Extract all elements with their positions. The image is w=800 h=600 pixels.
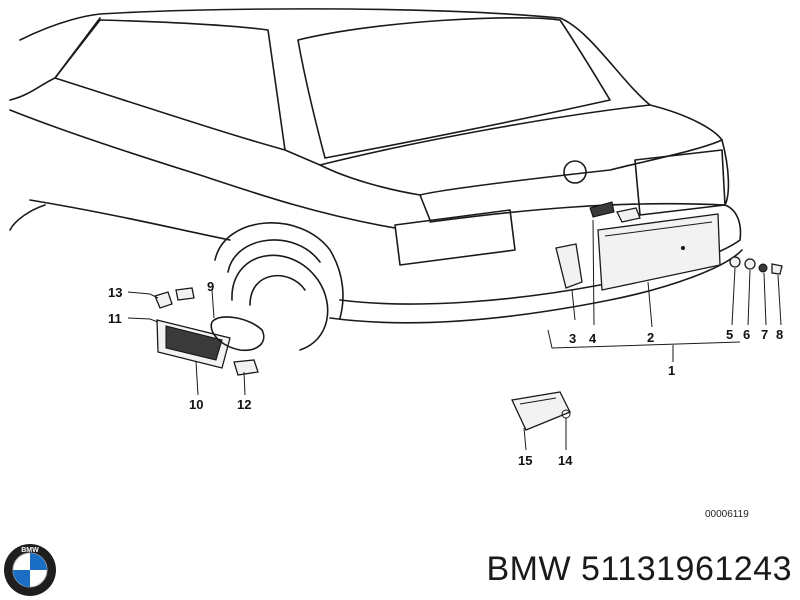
brand-footer: BMW BMW 51131961243 [0, 540, 800, 600]
callout-11: 11 [108, 311, 122, 326]
part-number-label: BMW 51131961243 [486, 550, 792, 588]
side-marker-assembly [154, 287, 265, 376]
fasteners-parts-5-8 [729, 256, 783, 275]
leader-lines [127, 219, 782, 451]
callout-2: 2 [647, 330, 654, 345]
bracket-parts-14-15 [511, 391, 571, 431]
bmw-logo-text: BMW [21, 547, 39, 554]
parts-diagram: 1 2 3 4 5 6 7 8 9 10 11 12 13 14 15 0000… [9, 8, 783, 520]
callout-6: 6 [743, 327, 750, 342]
callout-4: 4 [589, 331, 597, 346]
trunk-handle-part-4 [589, 201, 641, 223]
callout-12: 12 [237, 397, 251, 412]
callout-labels: 1 2 3 4 5 6 7 8 9 10 11 12 13 14 15 0000… [108, 279, 783, 520]
license-plate-base-part-2 [597, 213, 721, 291]
callout-9: 9 [207, 279, 214, 294]
plate-light-part-3 [555, 243, 583, 289]
callout-3: 3 [569, 331, 576, 346]
callout-15: 15 [518, 453, 532, 468]
callout-13: 13 [108, 285, 122, 300]
callout-7: 7 [761, 327, 768, 342]
callout-5: 5 [726, 327, 733, 342]
callout-10: 10 [189, 397, 203, 412]
drawing-code: 00006119 [705, 509, 749, 520]
callout-1: 1 [668, 363, 675, 378]
callout-8: 8 [776, 327, 783, 342]
bmw-logo-icon: BMW [4, 544, 56, 596]
car-rear-outline [9, 8, 743, 351]
callout-14: 14 [558, 453, 573, 468]
